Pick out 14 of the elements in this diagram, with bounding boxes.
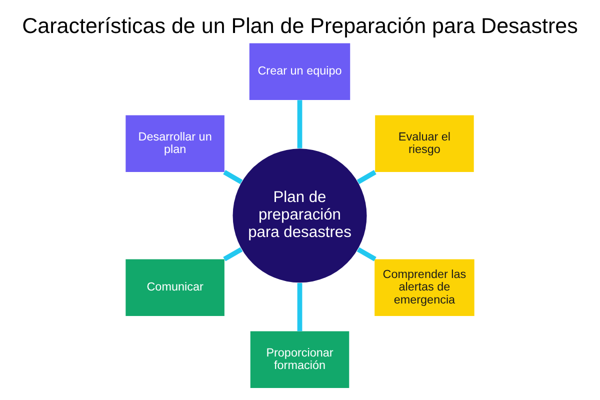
- node-circle: Plan de preparación para desastres: [232, 148, 367, 283]
- connector: [223, 170, 243, 184]
- connector: [297, 283, 302, 332]
- node-box: Comprender las alertas de emergencia: [374, 259, 474, 316]
- node-box: Evaluar el riesgo: [375, 115, 474, 172]
- diagram-title: Características de un Plan de Preparación para Desastres: [22, 14, 578, 38]
- connector: [356, 170, 376, 184]
- connector: [223, 247, 243, 262]
- node-box: Proporcionar formación: [250, 331, 350, 388]
- node-box: Desarrollar un plan: [126, 115, 224, 172]
- connector: [297, 100, 302, 148]
- node-box: Crear un equipo: [249, 43, 350, 100]
- connector: [356, 247, 376, 262]
- node-box: Comunicar: [126, 259, 224, 316]
